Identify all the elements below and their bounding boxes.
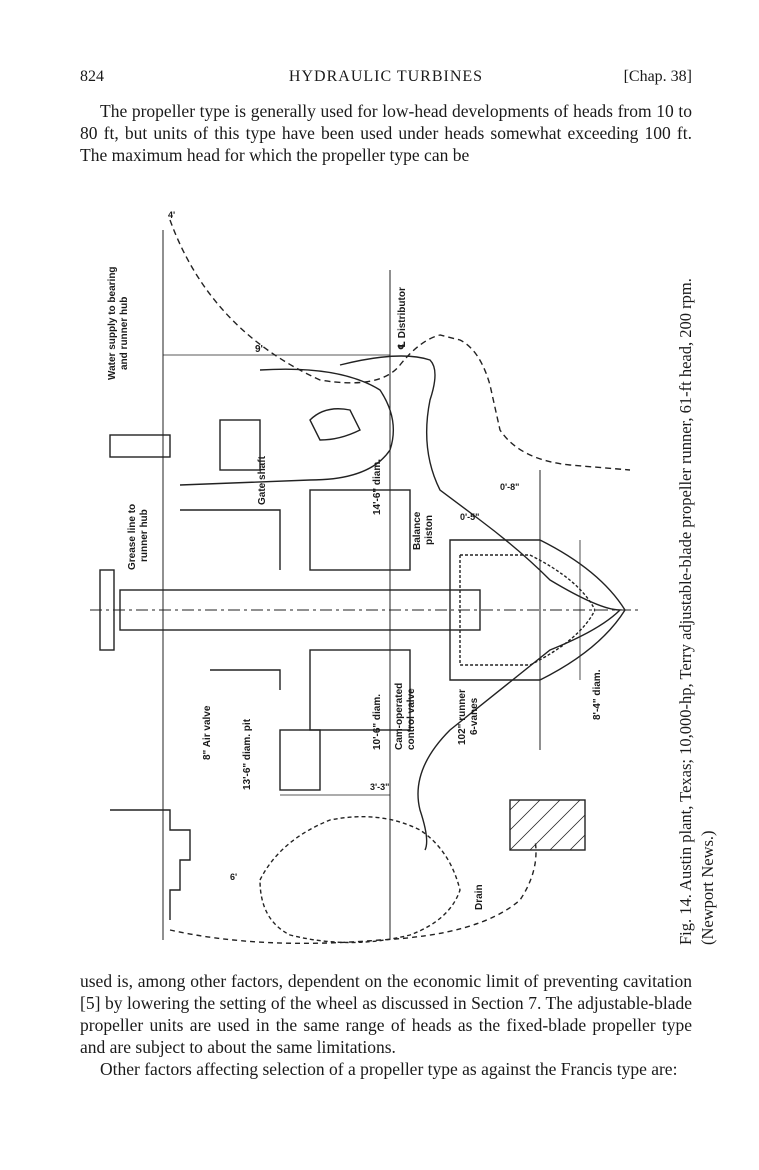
label-grease-1: Grease line to bbox=[127, 504, 138, 570]
figure-caption-box: Fig. 14. Austin plant, Texas; 10,000-hp,… bbox=[655, 205, 717, 945]
coupling-flange bbox=[99, 569, 115, 651]
label-water-supply-1: Water supply to bearing bbox=[107, 266, 118, 380]
figure-caption: Fig. 14. Austin plant, Texas; 10,000-hp,… bbox=[676, 278, 717, 945]
paragraph-intro: The propeller type is generally used for… bbox=[80, 101, 692, 165]
hub-inner bbox=[459, 554, 596, 666]
running-title: HYDRAULIC TURBINES bbox=[288, 68, 484, 85]
label-gate-shaft: Gate shaft bbox=[257, 455, 268, 505]
paragraph-cavitation: used is, among other factors, dependent … bbox=[80, 971, 692, 1057]
drain-grating bbox=[509, 799, 586, 851]
gate-mechanism-upper bbox=[219, 419, 261, 471]
page-number: 824 bbox=[80, 68, 104, 85]
turbine-drawing: Water supply to bearing and runner hub ℄… bbox=[80, 190, 692, 960]
runner-hub bbox=[449, 539, 626, 681]
label-dim-14-6: 14'-6" diam. bbox=[372, 459, 383, 515]
stay-ring bbox=[309, 408, 361, 441]
label-dim-6: 6' bbox=[230, 872, 237, 882]
air-pipe bbox=[210, 669, 281, 690]
label-grease-2: runner hub bbox=[139, 509, 150, 562]
label-runner-1: 102" runner bbox=[457, 689, 468, 745]
label-dim-0-8: 0'-8" bbox=[500, 482, 519, 492]
label-dim-0-5: 0'-5" bbox=[460, 512, 479, 522]
label-dim-4: 4' bbox=[168, 210, 175, 220]
bearing-pedestal bbox=[109, 434, 171, 458]
label-balance-1: Balance bbox=[412, 511, 423, 550]
label-dim-9: 9' bbox=[255, 344, 263, 355]
upper-concrete bbox=[179, 368, 395, 486]
label-dim-8-4: 8'-4" diam. bbox=[592, 669, 603, 720]
paragraph-other-factors: Other factors affecting selection of a p… bbox=[100, 1059, 678, 1079]
grease-pipe bbox=[180, 509, 281, 570]
left-steps bbox=[110, 809, 191, 920]
servo-housing bbox=[309, 489, 411, 571]
lower-pit bbox=[259, 816, 461, 944]
label-cam-1: Cam-operated bbox=[394, 683, 405, 750]
label-water-supply-2: and runner hub bbox=[119, 297, 130, 370]
running-header: 824 HYDRAULIC TURBINES [Chap. 38] bbox=[80, 68, 692, 94]
lower-ground-line bbox=[169, 839, 537, 945]
label-air-valve: 8" Air valve bbox=[202, 705, 213, 760]
servo-housing-lower bbox=[309, 649, 411, 731]
label-dim-10-6: 10'-6" diam. bbox=[372, 694, 383, 750]
label-runner-2: 6-vanes bbox=[469, 697, 480, 735]
label-distributor: ℄ Distributor bbox=[397, 287, 408, 350]
label-pit: 13'-6" diam. pit bbox=[242, 718, 253, 790]
label-cam-2: control valve bbox=[406, 688, 417, 750]
label-dim-3-3: 3'-3" bbox=[370, 782, 389, 792]
label-drain: Drain bbox=[474, 884, 485, 910]
label-balance-2: piston bbox=[424, 515, 435, 545]
gate-mechanism-lower bbox=[279, 729, 321, 791]
main-shaft bbox=[119, 589, 481, 631]
casing-outline bbox=[339, 355, 622, 851]
chapter-label: [Chap. 38] bbox=[623, 68, 692, 85]
